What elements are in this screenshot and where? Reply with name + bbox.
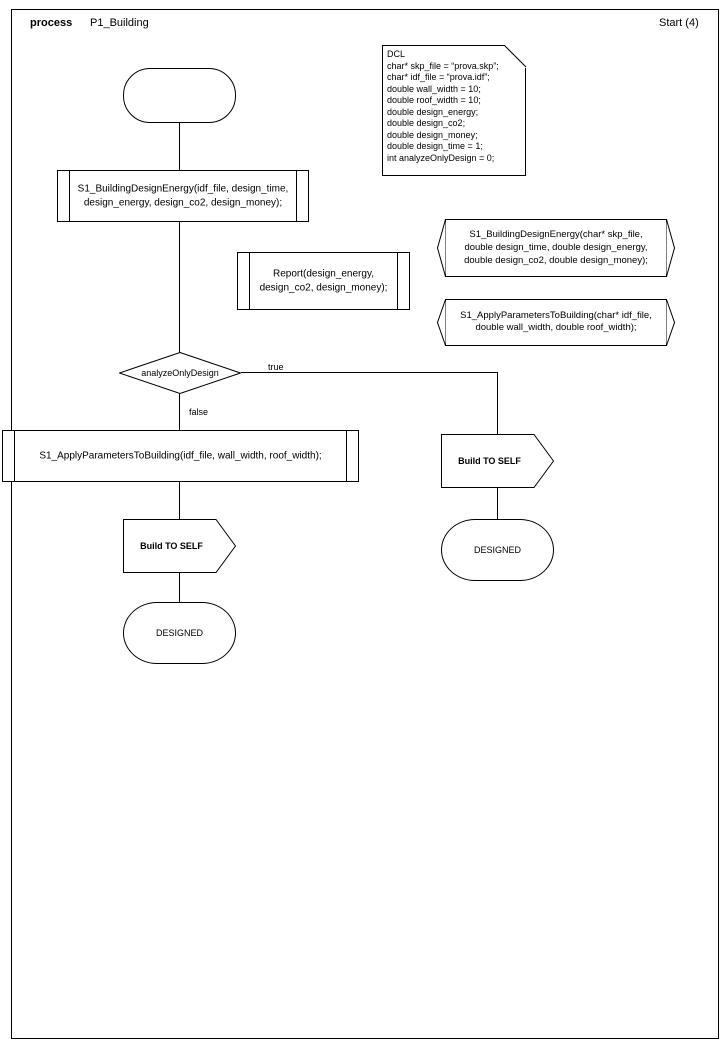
signature-apply-parameters-to-building-text: S1_ApplyParametersToBuilding(char* idf_f…	[460, 309, 652, 334]
terminal-designed-false-label: DESIGNED	[155, 628, 203, 638]
connector-false-vertical	[179, 394, 180, 430]
dcl-note: DCL char* skp_file = “prova.skp”; char* …	[382, 45, 526, 176]
header-process-keyword: process	[30, 17, 73, 29]
signature-right-bracket-icon	[666, 219, 675, 277]
process-apply-parameters-to-building-text: S1_ApplyParametersToBuilding(idf_file, w…	[39, 450, 322, 462]
build-to-self-true-label: Build TO SELF	[458, 456, 521, 466]
build-to-self-false-label: Build TO SELF	[140, 541, 203, 551]
build-to-self-false-branch[interactable]: Build TO SELF	[123, 519, 236, 573]
header-process-name: P1_Building	[90, 17, 149, 29]
terminal-designed-false-branch[interactable]: DESIGNED	[123, 602, 236, 664]
connector-true-vertical	[497, 372, 498, 434]
process-report-text: Report(design_energy, design_co2, design…	[259, 268, 388, 294]
connector-apply-to-build-self	[179, 482, 180, 519]
terminal-designed-true-branch[interactable]: DESIGNED	[441, 519, 554, 581]
connector-design-to-decision	[179, 222, 180, 353]
branch-label-false: false	[189, 407, 209, 417]
process-building-design-energy[interactable]: S1_BuildingDesignEnergy(idf_file, design…	[57, 170, 309, 222]
signature-apply-parameters-to-building: S1_ApplyParametersToBuilding(char* idf_f…	[437, 299, 675, 346]
decision-diamond-icon	[119, 352, 241, 394]
decision-analyze-only-design[interactable]: analyzeOnlyDesign	[119, 352, 241, 394]
terminal-designed-true-label: DESIGNED	[473, 545, 521, 555]
header-start-label: Start (4)	[659, 17, 699, 29]
signature-building-design-energy-text: S1_BuildingDesignEnergy(char* skp_file, …	[464, 228, 648, 266]
page-border	[11, 9, 719, 1039]
connector-build-self-to-designed-right	[497, 488, 498, 519]
connector-true-horizontal	[241, 372, 498, 373]
dcl-note-fold-icon	[504, 45, 527, 68]
process-building-design-energy-text: S1_BuildingDesignEnergy(idf_file, design…	[77, 183, 289, 209]
build-to-self-true-branch[interactable]: Build TO SELF	[441, 434, 554, 488]
dcl-note-text: DCL char* skp_file = “prova.skp”; char* …	[387, 49, 499, 163]
connector-build-self-to-designed-left	[179, 573, 180, 602]
decision-condition-label: analyzeOnlyDesign	[141, 368, 219, 378]
connector-start-to-design	[179, 123, 180, 170]
signature-building-design-energy: S1_BuildingDesignEnergy(char* skp_file, …	[437, 219, 675, 277]
branch-label-true: true	[268, 362, 284, 372]
pentagon-arrow-icon	[441, 434, 554, 488]
start-node[interactable]	[123, 68, 236, 123]
pentagon-arrow-icon	[123, 519, 236, 573]
signature-right-bracket-icon	[666, 299, 675, 346]
signature-left-bracket-icon	[437, 219, 446, 277]
process-report[interactable]: Report(design_energy, design_co2, design…	[237, 252, 410, 310]
process-apply-parameters-to-building[interactable]: S1_ApplyParametersToBuilding(idf_file, w…	[2, 430, 359, 482]
signature-left-bracket-icon	[437, 299, 446, 346]
